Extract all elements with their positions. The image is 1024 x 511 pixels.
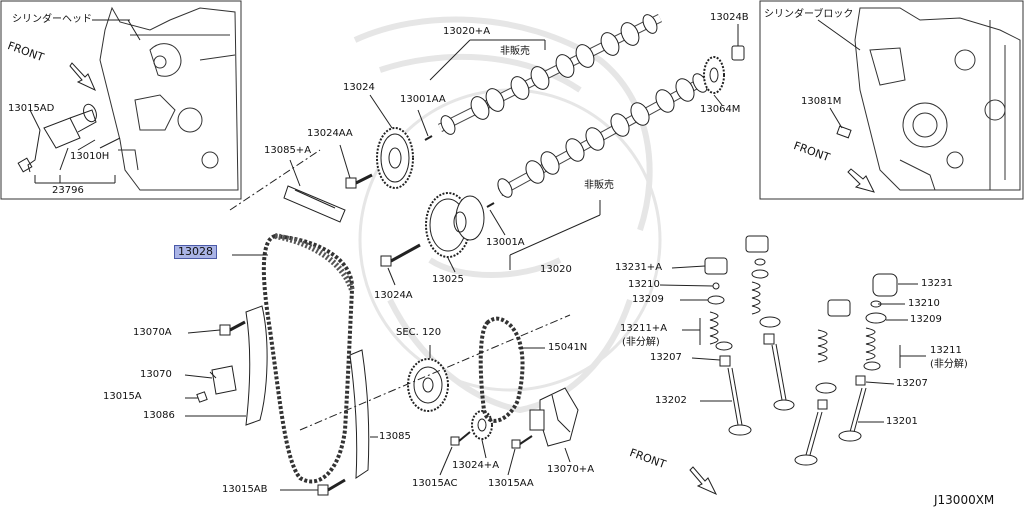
label-13081m[interactable]: 13081M (801, 96, 842, 107)
camshaft-exhaust (437, 13, 663, 135)
timing-chain-13028 (261, 233, 355, 484)
label-13001aa[interactable]: 13001AA (400, 94, 446, 105)
label-13085[interactable]: 13085 (379, 431, 411, 442)
cylinder-block-inset-frame (759, 0, 1024, 200)
label-13231-a[interactable]: 13231+A (615, 262, 663, 273)
label-13207-right[interactable]: 13207 (896, 378, 928, 389)
front-arrow-right (847, 168, 875, 193)
tensioner-arm-13086 (245, 305, 268, 426)
front-arrow-left (69, 62, 96, 92)
label-13015aa[interactable]: 13015AA (488, 478, 534, 489)
note-not-for-sale-lower: 非販売 (584, 180, 614, 191)
label-13024a[interactable]: 13024A (374, 290, 413, 301)
vvt-sprocket-13025 (425, 192, 485, 258)
vvt-solenoid (17, 103, 121, 184)
label-13085-a[interactable]: 13085+A (264, 145, 312, 156)
camshaft-intake (497, 73, 708, 198)
note-not-serviced-right: (非分解) (930, 359, 968, 370)
leader-13010h (77, 139, 96, 151)
label-23796[interactable]: 23796 (52, 185, 84, 196)
leader-cyl-block (817, 19, 861, 51)
label-15041n[interactable]: 15041N (548, 342, 588, 353)
label-13028-highlighted[interactable]: 13028 (174, 245, 217, 259)
label-13231[interactable]: 13231 (921, 278, 953, 289)
inset-cylinder-head-title: シリンダーヘッド (12, 14, 92, 25)
oil-pump-sprocket (471, 410, 493, 440)
note-not-serviced-left: (非分解) (622, 337, 660, 348)
label-13010h[interactable]: 13010H (70, 151, 110, 162)
sprocket-13024 (376, 127, 414, 189)
valve-train-exhaust (794, 273, 898, 466)
label-13070[interactable]: 13070 (140, 369, 172, 380)
label-sec-120[interactable]: SEC. 120 (396, 327, 442, 338)
label-13209-right[interactable]: 13209 (910, 314, 942, 325)
label-13015ac[interactable]: 13015AC (412, 478, 458, 489)
label-13024b[interactable]: 13024B (710, 12, 749, 23)
label-13020-a[interactable]: 13020+A (443, 26, 491, 37)
label-13015ab[interactable]: 13015AB (222, 484, 268, 495)
label-13210-right[interactable]: 13210 (908, 298, 940, 309)
label-13015ad[interactable]: 13015AD (8, 103, 55, 114)
label-13015a[interactable]: 13015A (103, 391, 142, 402)
bolt-13024aa (345, 173, 373, 189)
label-13209-left[interactable]: 13209 (632, 294, 664, 305)
chain-tensioner-13070 (209, 365, 237, 395)
figure-code: J13000XM (934, 493, 995, 507)
bolt-13024b (731, 45, 745, 61)
watermark-emblem (353, 16, 662, 414)
oil-pump-tensioner (529, 387, 579, 447)
cylinder-head-inset-frame (0, 0, 242, 200)
note-not-for-sale-upper: 非販売 (500, 46, 530, 57)
label-13202[interactable]: 13202 (655, 395, 687, 406)
chain-guide-13085a (283, 185, 346, 223)
cylinder-block-casting (854, 7, 1021, 191)
slack-guide-13085 (349, 349, 370, 479)
crank-sprocket (407, 358, 449, 412)
dowel-13081m (836, 125, 852, 139)
leader-13015ad (29, 109, 41, 131)
label-13025[interactable]: 13025 (432, 274, 464, 285)
inset-cylinder-block-title: シリンダーブロック (764, 9, 854, 20)
sprocket-13064m (703, 56, 725, 94)
label-13086[interactable]: 13086 (143, 410, 175, 421)
valve-train-intake (704, 235, 795, 436)
label-13070-plus-a[interactable]: 13070+A (547, 464, 595, 475)
bolt-13024a (380, 243, 421, 267)
bolt-13015ab (317, 478, 346, 496)
label-13001a[interactable]: 13001A (486, 237, 525, 248)
label-13210-left[interactable]: 13210 (628, 279, 660, 290)
label-13024aa[interactable]: 13024AA (307, 128, 353, 139)
front-arrow-main (689, 466, 718, 496)
label-13211[interactable]: 13211 (930, 345, 962, 356)
label-13201[interactable]: 13201 (886, 416, 918, 427)
label-13211-a[interactable]: 13211+A (620, 323, 668, 334)
label-13064m[interactable]: 13064M (700, 104, 741, 115)
label-13070a[interactable]: 13070A (133, 327, 172, 338)
cylinder-head-casting (99, 6, 239, 191)
label-13207-left[interactable]: 13207 (650, 352, 682, 363)
label-13024-plus-a[interactable]: 13024+A (452, 460, 500, 471)
label-13020[interactable]: 13020 (540, 264, 572, 275)
bolt-13070a (219, 320, 246, 336)
label-13024[interactable]: 13024 (343, 82, 375, 93)
